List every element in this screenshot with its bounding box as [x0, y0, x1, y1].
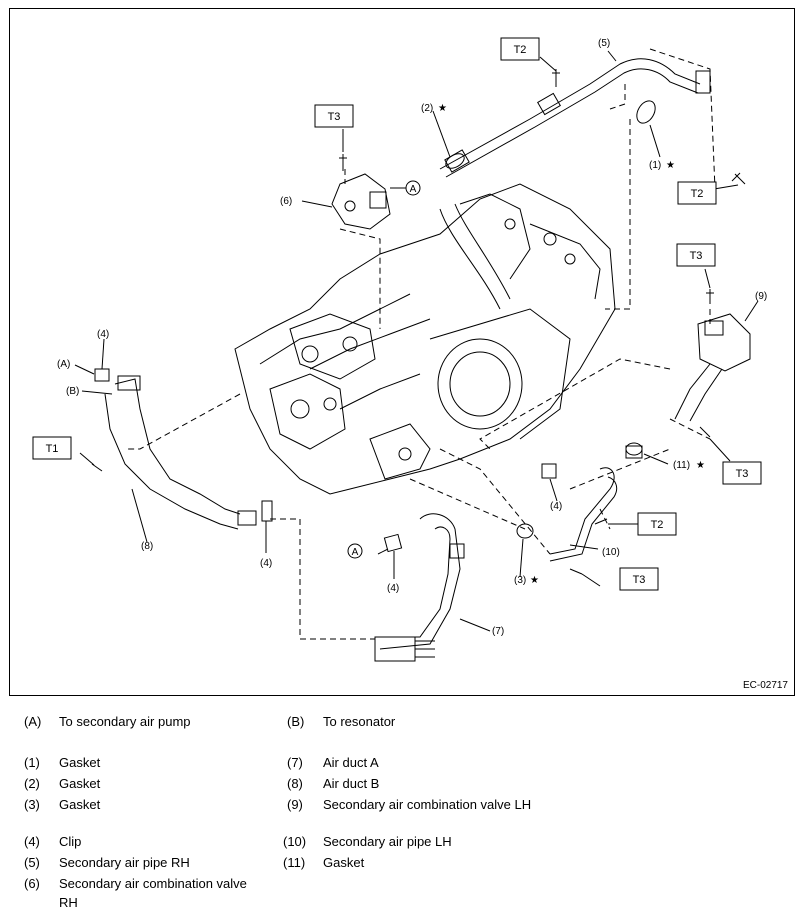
- combination-valve-rh: [331, 173, 391, 230]
- svg-text:T2: T2: [514, 44, 527, 56]
- label-11: (11): [673, 460, 690, 471]
- label-4-center: (4): [387, 583, 399, 594]
- legend-text: Clip: [59, 834, 82, 849]
- label-9: (9): [755, 291, 767, 302]
- svg-text:T3: T3: [328, 111, 341, 123]
- legend-text: Gasket: [59, 797, 101, 812]
- label-A-upper: A: [410, 184, 417, 195]
- torque-boxes: T2 T3 T2 T3 T1 T3 T2 T3: [32, 37, 762, 591]
- t-box-t2-lower: T2: [637, 512, 677, 536]
- legend-text: Secondary air combination valve LH: [323, 797, 532, 812]
- secondary-air-pipe-rh: [439, 58, 711, 178]
- label-3: (3): [514, 575, 526, 586]
- legend-key: (B): [287, 714, 305, 729]
- legend-key: (2): [24, 776, 40, 791]
- legend-key: (5): [24, 855, 40, 870]
- legend-text: Gasket: [323, 855, 365, 870]
- t-box-t2-right: T2: [677, 181, 717, 205]
- gasket-11: [625, 442, 643, 456]
- engine-block-drawing: [234, 183, 616, 495]
- legend-text: Secondary air pipe LH: [323, 834, 452, 849]
- secondary-air-pipe-lh: [549, 445, 643, 562]
- diagram-code: EC-02717: [742, 680, 788, 691]
- label-5: (5): [598, 38, 610, 49]
- clip-4-center: [383, 533, 403, 553]
- legend-key: (A): [24, 714, 42, 729]
- svg-text:T1: T1: [46, 443, 59, 455]
- legend-text: Air duct B: [323, 776, 380, 791]
- legend-key: (4): [24, 834, 40, 849]
- combination-valve-lh: [674, 313, 751, 422]
- legend-key: (1): [24, 755, 40, 770]
- bolt-icons: [91, 69, 746, 575]
- star-icon: ★: [530, 575, 539, 586]
- gasket-2: [445, 153, 465, 169]
- label-4-lower: (4): [260, 558, 272, 569]
- t-box-t1-left: T1: [32, 436, 72, 460]
- clip-4-left: [94, 368, 110, 382]
- exploded-view-drawing: T2 T3 T2 T3 T1 T3 T2 T3 (5) (2) ★ (1) ★ …: [32, 37, 767, 662]
- t-box-t2-top: T2: [500, 37, 540, 61]
- legend-text: To secondary air pump: [59, 714, 191, 729]
- label-10: (10): [602, 547, 620, 558]
- air-duct-b: [104, 375, 257, 530]
- legend-text: Gasket: [59, 755, 101, 770]
- svg-text:T3: T3: [690, 250, 703, 262]
- svg-text:T3: T3: [736, 468, 749, 480]
- gasket-1: [636, 100, 656, 124]
- legend-key: (10): [283, 834, 307, 849]
- t-box-t3-right-upper: T3: [676, 243, 716, 267]
- label-2: (2): [421, 103, 433, 114]
- svg-text:T2: T2: [691, 188, 704, 200]
- t-box-t3-right-middle: T3: [722, 461, 762, 485]
- svg-text:T3: T3: [633, 574, 646, 586]
- legend-text: Secondary air combination valve RH: [59, 876, 247, 910]
- legend-key: (11): [283, 855, 306, 870]
- svg-text:T2: T2: [651, 519, 664, 531]
- label-7: (7): [492, 626, 504, 637]
- star-icon: ★: [666, 160, 675, 171]
- t-box-t3-upper-left: T3: [314, 104, 354, 128]
- label-4-left: (4): [97, 329, 109, 340]
- legend-key: (3): [24, 797, 40, 812]
- label-A-lower: A: [352, 547, 359, 558]
- label-A-left: (A): [57, 359, 70, 370]
- legend-text: Secondary air pipe RH: [59, 855, 190, 870]
- part-labels: (5) (2) ★ (1) ★ (6) (4) (9) (A) (B) (8) …: [57, 38, 767, 637]
- legend-key: (8): [287, 776, 303, 791]
- star-icon: ★: [438, 103, 447, 114]
- label-B: (B): [66, 386, 79, 397]
- clip-4-lower: [261, 500, 273, 522]
- legend-text: Gasket: [59, 776, 101, 791]
- star-icon: ★: [696, 460, 705, 471]
- diagram-frame: T2 T3 T2 T3 T1 T3 T2 T3 (5) (2) ★ (1) ★ …: [9, 8, 795, 696]
- clip-4-right: [541, 463, 557, 479]
- assembly-guide-lines: [125, 48, 716, 640]
- label-8: (8): [141, 541, 153, 552]
- legend-key: (6): [24, 876, 40, 891]
- label-6: (6): [280, 196, 292, 207]
- legend-text: Air duct A: [323, 755, 379, 770]
- legend-text: To resonator: [323, 714, 396, 729]
- legend-key: (7): [287, 755, 303, 770]
- leader-lines: [74, 50, 759, 632]
- circled-a-labels: A A: [347, 180, 421, 559]
- legend-key: (9): [287, 797, 303, 812]
- t-box-t3-lower: T3: [619, 567, 659, 591]
- label-1: (1): [649, 160, 661, 171]
- air-duct-a: [374, 513, 465, 662]
- label-4-right: (4): [550, 501, 562, 512]
